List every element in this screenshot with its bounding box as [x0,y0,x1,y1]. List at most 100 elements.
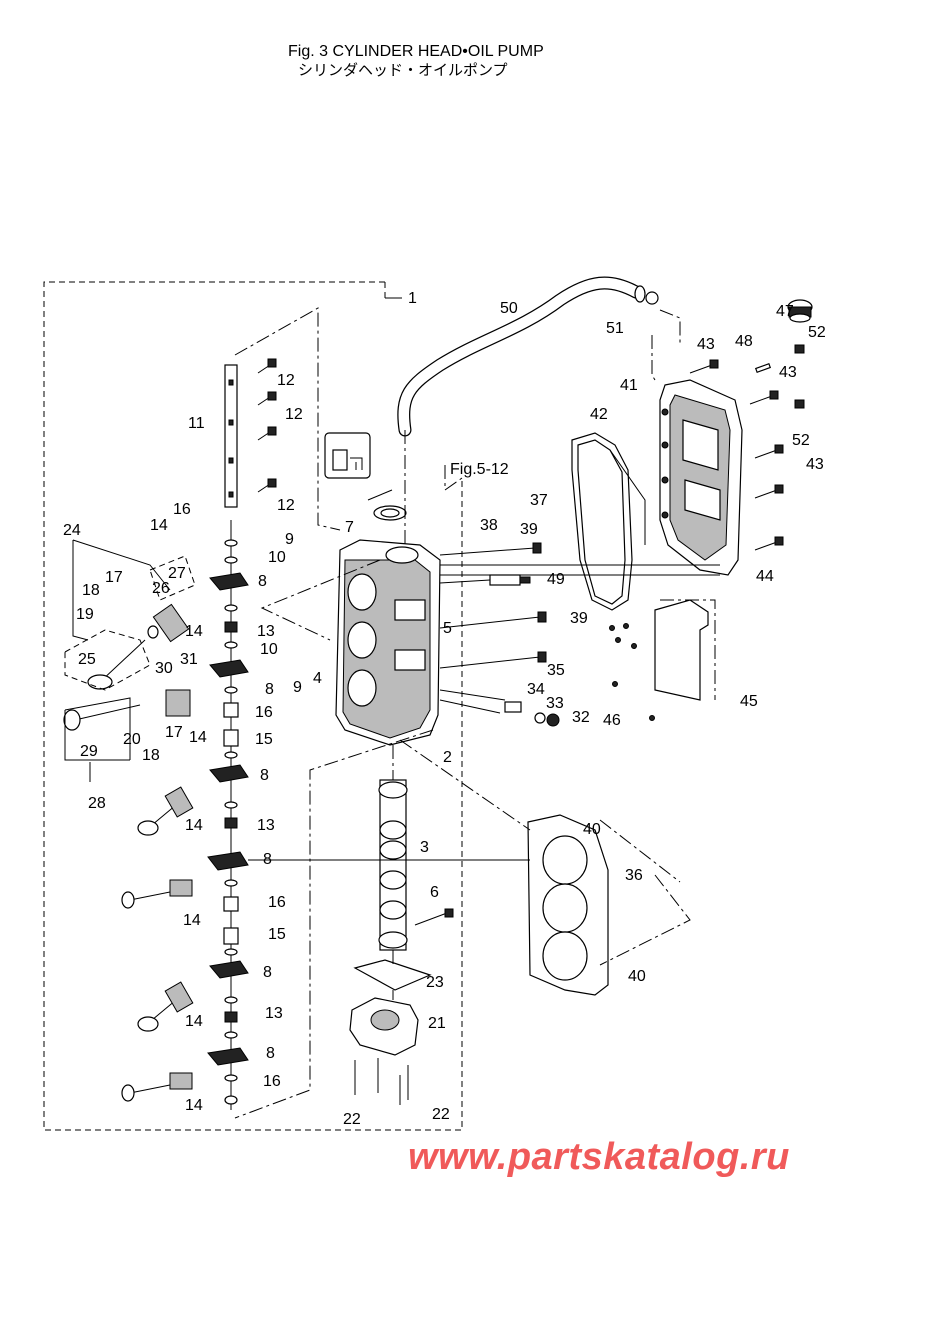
cylinder-head-cover [659,379,743,576]
callout-27: 27 [168,565,186,582]
callout-19: 19 [76,606,94,623]
callout-11: 11 [188,415,205,432]
callout-3: 3 [420,839,429,856]
callout-14e: 14 [183,912,201,929]
callout-52a: 52 [808,324,826,341]
head-bolts [439,542,560,727]
callout-14c: 14 [189,729,207,746]
callout-5: 5 [443,620,452,637]
callout-17b: 17 [165,724,183,741]
valve-train-stack [207,520,249,1110]
cover-plate [609,599,709,721]
callout-6: 6 [430,884,439,901]
callout-42: 42 [590,406,608,423]
callout-14d: 14 [185,817,203,834]
callout-13a: 13 [257,623,275,640]
callout-18a: 18 [82,582,100,599]
callout-16d: 16 [263,1073,281,1090]
oil-filler-cap [787,299,813,323]
callout-21: 21 [428,1015,446,1032]
breather-hose [397,276,659,437]
callout-7: 7 [345,519,354,536]
callout-50: 50 [500,300,518,317]
callout-1: 1 [408,290,417,307]
callout-15b: 15 [268,926,286,943]
title-english: Fig. 3 CYLINDER HEAD•OIL PUMP [288,43,544,60]
callout-12a: 12 [277,372,295,389]
callout-40a: 40 [583,821,601,838]
callout-43a: 43 [697,336,715,353]
callout-8f: 8 [266,1045,275,1062]
callout-41: 41 [620,377,638,394]
callout-23: 23 [426,974,444,991]
callout-22a: 22 [343,1111,361,1128]
callout-labels: 1 2 3 4 5 6 7 8 8 8 8 8 8 9 9 10 10 11 1… [63,290,826,1128]
callout-51: 51 [606,320,624,337]
callout-16a: 16 [173,501,191,518]
callout-2: 2 [443,749,452,766]
callout-26: 26 [152,580,170,597]
callout-16c: 16 [268,894,286,911]
callout-14g: 14 [185,1097,203,1114]
oil-seal [367,489,407,521]
callout-43b: 43 [779,364,797,381]
callout-35: 35 [547,662,565,679]
callout-9a: 9 [285,531,294,548]
callout-43c: 43 [806,456,824,473]
callout-8a: 8 [258,573,267,590]
callout-44: 44 [756,568,774,585]
callout-37: 37 [530,492,548,509]
callout-15a: 15 [255,731,273,748]
callout-45: 45 [740,693,758,710]
callout-10b: 10 [260,641,278,658]
rocker-bolts [257,358,277,493]
callout-10a: 10 [268,549,286,566]
callout-22b: 22 [432,1106,450,1123]
callout-18b: 18 [142,747,160,764]
oil-pump [349,908,454,1105]
callout-12b: 12 [285,406,303,423]
callout-14f: 14 [185,1013,203,1030]
callout-40b: 40 [628,968,646,985]
callout-36: 36 [625,867,643,884]
head-gasket [527,814,609,996]
title-japanese: シリンダヘッド・オイルポンプ [298,61,508,79]
callout-17a: 17 [105,569,123,586]
cover-gasket [571,432,633,611]
callout-39b: 39 [570,610,588,627]
callout-8e: 8 [263,964,272,981]
callout-14a: 14 [150,517,168,534]
callout-24: 24 [63,522,81,539]
callout-30: 30 [155,660,173,677]
callout-8b: 8 [265,681,274,698]
callout-33: 33 [546,695,564,712]
callout-29: 29 [80,743,98,760]
spark-plug [439,574,531,586]
callout-8c: 8 [260,767,269,784]
callout-4: 4 [313,670,322,687]
callout-38: 38 [480,517,498,534]
callout-46: 46 [603,712,621,729]
watermark: www.partskatalog.ru [408,1136,790,1178]
callout-12c: 12 [277,497,295,514]
seal-icon [324,432,371,479]
callout-49: 49 [547,571,565,588]
cylinder-head [335,539,441,746]
callout-9b: 9 [293,679,302,696]
camshaft [378,779,408,951]
callout-31: 31 [180,651,198,668]
valve-assemblies [63,603,194,1102]
callout-34: 34 [527,681,545,698]
callout-28: 28 [88,795,106,812]
callout-13c: 13 [265,1005,283,1022]
callout-14b: 14 [185,623,203,640]
page-title: Fig. 3 CYLINDER HEAD•OIL PUMP シリンダヘッド・オイ… [288,42,544,80]
leader-lines [64,307,720,1119]
callout-39a: 39 [520,521,538,538]
callout-13b: 13 [257,817,275,834]
cover-bolts [689,344,805,551]
fig-ref-note: Fig.5-12 [450,461,509,478]
callout-25: 25 [78,651,96,668]
assembly-boundary [43,281,463,1131]
